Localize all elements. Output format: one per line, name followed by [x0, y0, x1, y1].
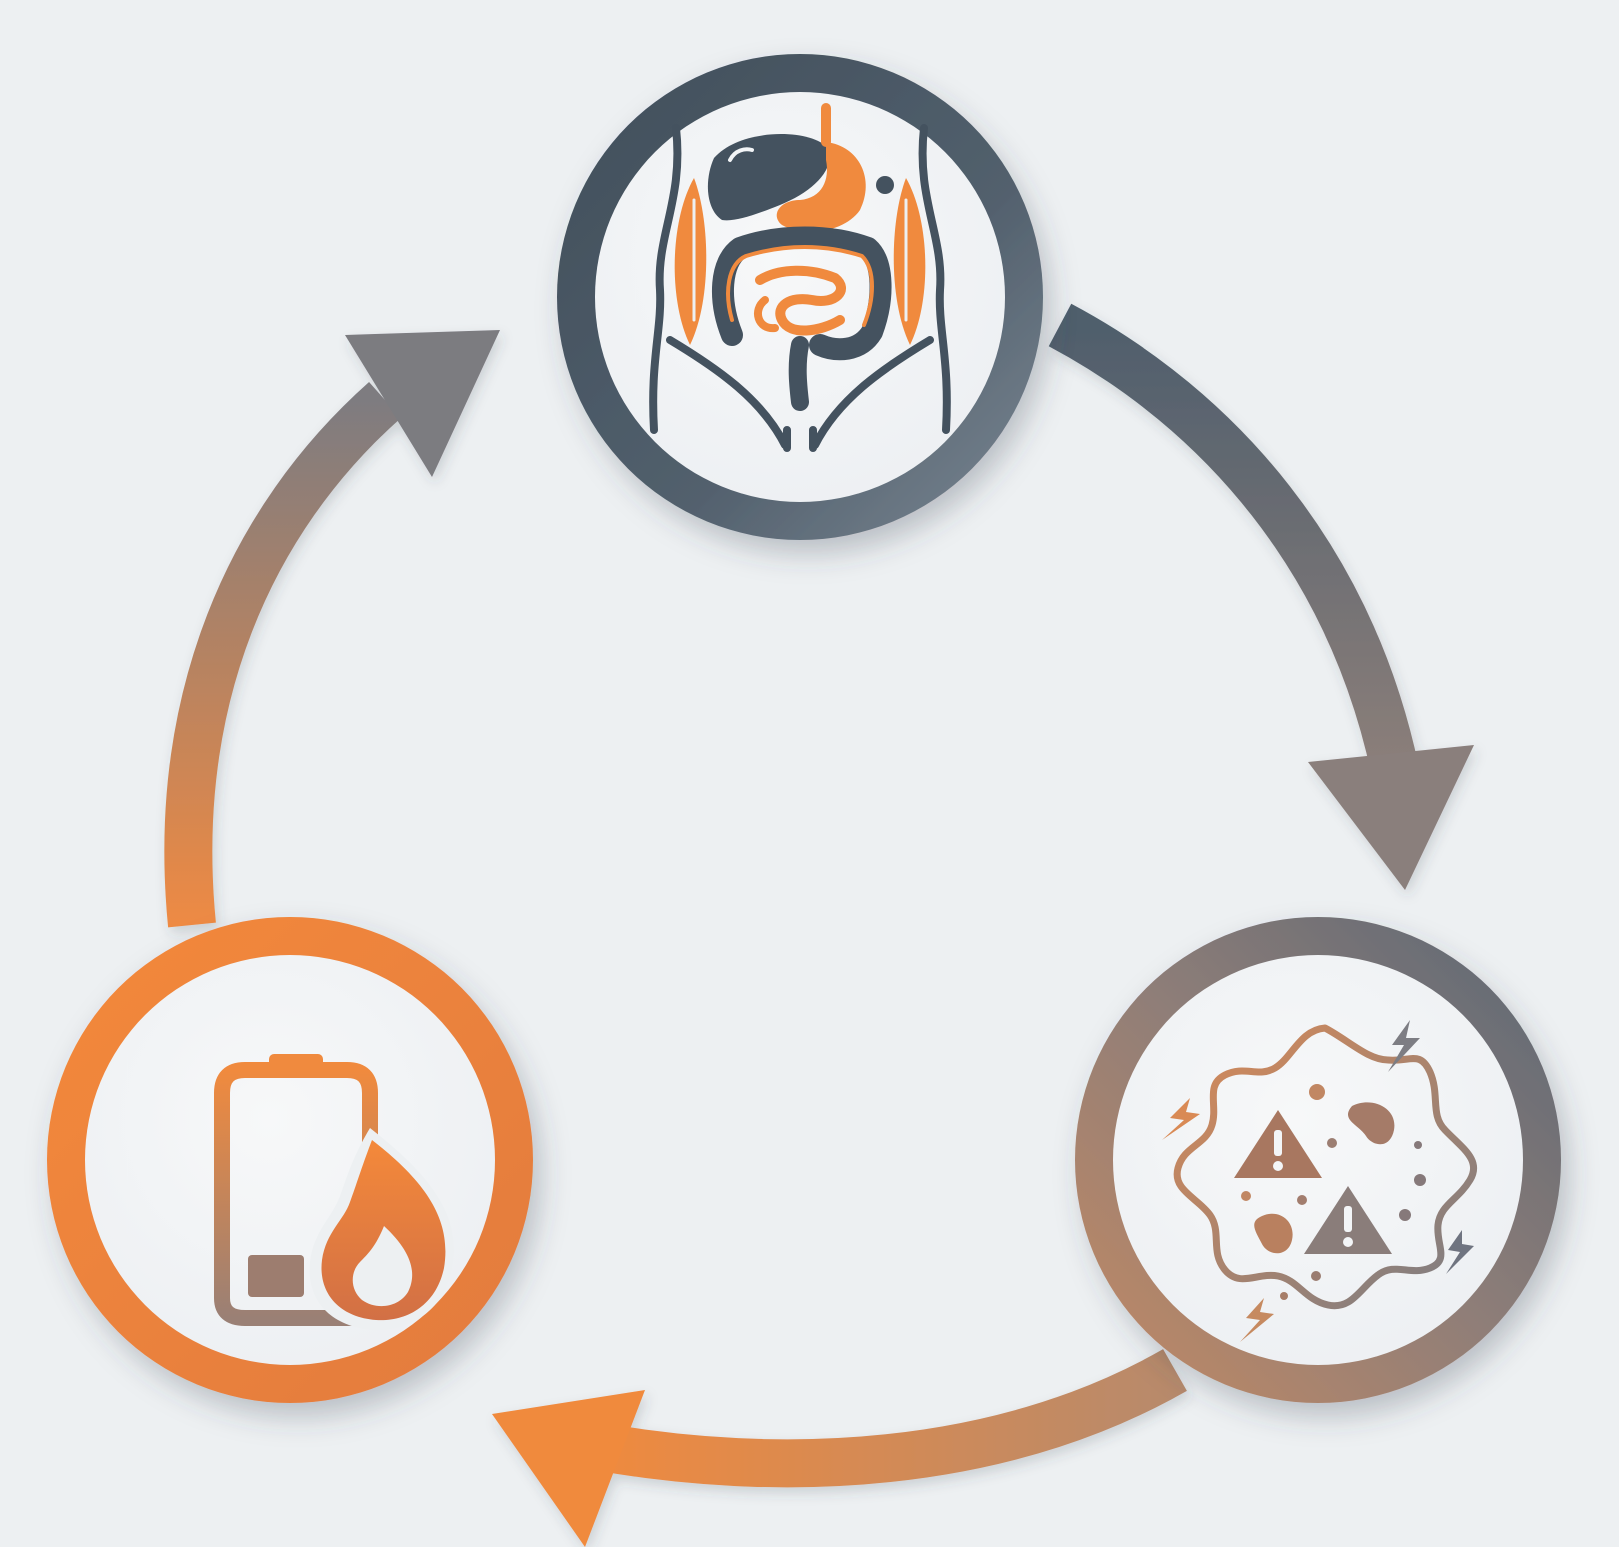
arrow-inflammation-to-fatigue — [492, 1349, 1187, 1547]
inflamed-cell-warning-icon — [1162, 1020, 1478, 1342]
node-inflammation — [1075, 917, 1561, 1403]
arrow-fatigue-to-digestive — [164, 330, 500, 928]
arrow-digestive-to-inflammation — [1048, 303, 1474, 890]
low-battery-flame-icon — [214, 1054, 454, 1331]
digestive-system-icon — [649, 103, 951, 452]
node-fatigue — [47, 917, 533, 1403]
